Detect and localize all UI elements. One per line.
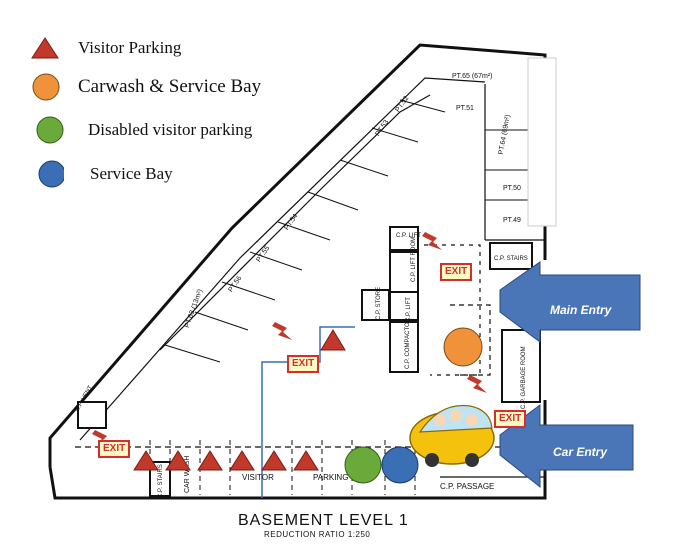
legend-label: Visitor Parking <box>78 38 182 57</box>
room-label: C.P. PASSAGE <box>440 482 494 491</box>
lot-label: PT.49 <box>503 217 521 224</box>
legend-disabled-parking: Disabled visitor parking <box>30 115 252 145</box>
room-label: PARKING <box>313 473 348 482</box>
service-bay-marker-icon <box>381 446 419 484</box>
exit-sign: EXIT <box>494 410 527 428</box>
visitor-parking-triangle-icon <box>31 37 59 59</box>
room-label: C.P. STAIRS <box>494 256 528 262</box>
visitor-parking-marker-icon <box>133 450 159 471</box>
map-title: BASEMENT LEVEL 1 <box>238 512 409 529</box>
exit-lightning-icon <box>467 375 487 393</box>
walkway-lines <box>261 326 355 498</box>
parking-bays <box>164 99 545 363</box>
service-bay-circle-icon <box>38 160 64 188</box>
carwash-service-marker-icon <box>443 327 483 367</box>
legend-label: Carwash & Service Bay <box>78 76 262 97</box>
visitor-parking-marker-icon <box>197 450 223 471</box>
main-entry-label: Main Entry <box>550 303 612 317</box>
legend-label: Disabled visitor parking <box>88 120 253 139</box>
main-entry-arrow-icon <box>499 261 641 343</box>
room-label: C.P. LIFT <box>406 297 412 322</box>
room-label: C.P. COMPACTOR <box>405 317 411 369</box>
visitor-parking-marker-icon <box>293 450 319 471</box>
room-label: C.P. STAIRS <box>158 464 164 498</box>
car-entry-arrow-icon <box>499 404 634 489</box>
map-subtitle: REDUCTION RATIO 1:250 <box>264 530 371 539</box>
carwash-circle-icon <box>32 73 60 101</box>
lot-label: PT.65 (67m²) <box>452 73 492 80</box>
car-entry-label: Car Entry <box>553 445 608 459</box>
exit-lightning-icon <box>422 232 442 250</box>
legend-visitor-parking: Visitor Parking <box>30 36 181 60</box>
visitor-parking-marker-icon <box>229 450 255 471</box>
exit-sign: EXIT <box>98 440 131 458</box>
disabled-parking-circle-icon <box>36 116 64 144</box>
lot-label: PT.53 <box>374 119 390 138</box>
exit-lightning-icon <box>92 430 112 448</box>
room-label: C.P. LIFT <box>396 233 421 239</box>
service-rooms <box>77 226 541 497</box>
room-label: VISITOR <box>242 473 274 482</box>
room-label: C.P. LIFT ROOM <box>411 237 417 282</box>
exit-sign: EXIT <box>287 355 320 373</box>
car-illustration-icon <box>409 404 495 467</box>
room-label: C.P. GARBAGE ROOM <box>521 346 527 409</box>
legend-carwash: Carwash & Service Bay <box>30 72 261 102</box>
legend-service-bay: Service Bay <box>30 159 173 189</box>
room-label: C.P. STORE <box>376 287 382 320</box>
lot-label: PT.64 (69m²) <box>498 114 512 155</box>
room-label: CAR WASH <box>184 456 191 493</box>
visitor-parking-marker-icon <box>320 329 346 351</box>
exit-lightning-icon <box>272 322 292 340</box>
lot-label: PT.50 <box>503 185 521 192</box>
legend-label: Service Bay <box>90 164 173 183</box>
visitor-parking-marker-icon <box>261 450 287 471</box>
lot-label: PT.51 <box>456 105 474 112</box>
visitor-parking-marker-icon <box>165 450 191 471</box>
exit-sign: EXIT <box>440 263 473 281</box>
redacted-area <box>527 57 557 227</box>
disabled-parking-marker-icon <box>344 446 382 484</box>
